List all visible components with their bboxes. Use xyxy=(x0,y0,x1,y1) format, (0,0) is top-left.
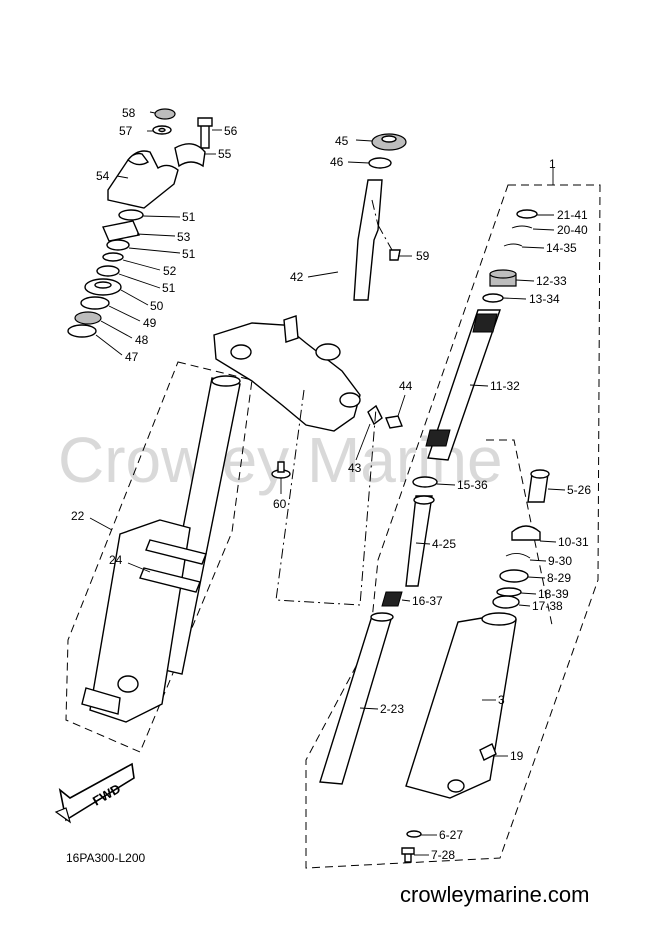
callout-17-38: 17-38 xyxy=(532,599,563,613)
callout-51-c: 51 xyxy=(162,281,176,295)
right-fork-outline xyxy=(305,184,601,869)
part-6-27-washer xyxy=(406,830,422,838)
callout-3: 3 xyxy=(498,693,505,707)
callout-45: 45 xyxy=(335,134,349,148)
part-9-30-clip xyxy=(505,553,531,559)
part-49-washer xyxy=(80,296,110,310)
part-8-29-oil-seal xyxy=(499,569,529,583)
callout-19: 19 xyxy=(510,749,524,763)
callout-51-b: 51 xyxy=(182,247,196,261)
callout-7-28: 7-28 xyxy=(431,848,455,862)
part-55-clamp xyxy=(174,143,206,168)
part-47-seal xyxy=(67,324,97,338)
callout-55: 55 xyxy=(218,147,232,161)
part-20-40-ring xyxy=(511,225,533,229)
callout-8-29: 8-29 xyxy=(547,571,571,585)
part-14-35-ring xyxy=(503,243,523,247)
part-15-36-seal xyxy=(412,476,438,488)
part-13-34-o-ring xyxy=(482,293,504,303)
part-2-23-inner-tube xyxy=(319,615,393,785)
callout-13-34: 13-34 xyxy=(529,292,560,306)
callout-60: 60 xyxy=(273,497,287,511)
fwd-arrow: FWD xyxy=(54,762,135,824)
callout-53: 53 xyxy=(177,230,191,244)
callout-50: 50 xyxy=(150,299,164,313)
top-hardware-stack xyxy=(67,108,222,356)
callout-58: 58 xyxy=(122,106,136,120)
part-19-bolt xyxy=(479,743,497,761)
part-59-pin xyxy=(389,249,401,261)
callout-46: 46 xyxy=(330,155,344,169)
part-10-31-dust-seal xyxy=(511,525,541,541)
part-44-bolt xyxy=(385,415,403,429)
part-46-ring xyxy=(368,157,392,169)
callout-57: 57 xyxy=(119,124,133,138)
callout-16-37: 16-37 xyxy=(412,594,443,608)
part-52-washer xyxy=(102,252,124,262)
callout-18-39: 18-39 xyxy=(538,587,569,601)
callout-42: 42 xyxy=(290,270,304,284)
callout-43: 43 xyxy=(348,461,362,475)
part-51-washer-b xyxy=(106,239,130,251)
callout-6-27: 6-27 xyxy=(439,828,463,842)
part-17-38-bushing xyxy=(492,595,520,609)
part-4-25-damper-rod xyxy=(405,495,433,587)
callout-9-30: 9-30 xyxy=(548,554,572,568)
callout-51-a: 51 xyxy=(182,210,196,224)
part-56-bolt xyxy=(197,117,213,149)
diagram-code: 16PA300-L200 xyxy=(66,851,146,865)
callout-22: 22 xyxy=(71,509,85,523)
callout-52: 52 xyxy=(163,264,177,278)
callout-59: 59 xyxy=(416,249,430,263)
website-link[interactable]: crowleymarine.com xyxy=(400,882,590,907)
part-48-bearing xyxy=(74,311,102,325)
callout-5-26: 5-26 xyxy=(567,483,591,497)
callout-48: 48 xyxy=(135,333,149,347)
callout-14-35: 14-35 xyxy=(546,241,577,255)
part-58-nut xyxy=(154,108,176,120)
callout-1: 1 xyxy=(549,157,556,171)
part-11-32-fork-tube xyxy=(427,309,501,461)
callout-56: 56 xyxy=(224,124,238,138)
left-fork-outline xyxy=(65,361,253,753)
part-3-outer-tube xyxy=(405,617,517,799)
part-51-washer-a xyxy=(118,209,144,221)
callout-24: 24 xyxy=(109,553,123,567)
left-fork-assembly xyxy=(65,361,253,753)
callout-12-33: 12-33 xyxy=(536,274,567,288)
part-51-washer-c xyxy=(96,265,120,277)
callout-15-36: 15-36 xyxy=(457,478,488,492)
callout-21-41: 21-41 xyxy=(557,208,588,222)
callout-2-23: 2-23 xyxy=(380,702,404,716)
callout-11-32: 11-32 xyxy=(490,379,520,393)
callout-44: 44 xyxy=(399,379,413,393)
callout-4-25: 4-25 xyxy=(432,537,456,551)
callout-47: 47 xyxy=(125,350,139,364)
callout-20-40: 20-40 xyxy=(557,223,588,237)
part-7-28-bolt xyxy=(401,847,415,863)
part-16-37-spring xyxy=(381,591,403,607)
part-42-stem-shaft xyxy=(353,179,383,301)
callout-49: 49 xyxy=(143,316,157,330)
part-18-39-washer xyxy=(496,587,522,597)
callout-54: 54 xyxy=(96,169,110,183)
right-fork-assembly xyxy=(305,168,601,869)
callout-10-31: 10-31 xyxy=(558,535,589,549)
callout-labels: 58 57 56 55 54 51 53 51 52 51 50 49 48 4… xyxy=(71,106,591,862)
part-53-plate xyxy=(102,220,140,242)
part-24-outer-tube xyxy=(89,519,191,723)
steering-stem-assembly xyxy=(213,133,412,606)
part-21-41-circlip xyxy=(516,209,538,219)
